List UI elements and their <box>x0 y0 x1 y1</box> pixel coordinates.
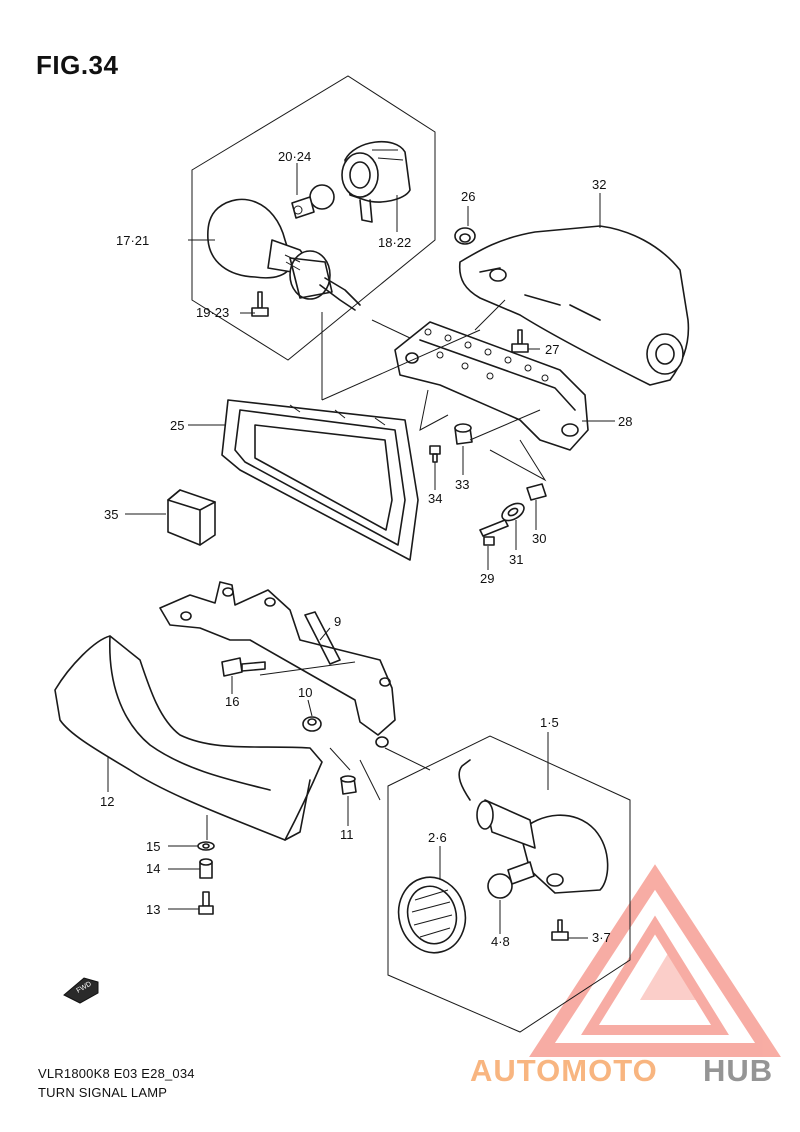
screw-13 <box>198 891 214 915</box>
callout-10: 10 <box>298 685 312 700</box>
rear-lamp-housing <box>207 198 361 311</box>
callout-14: 14 <box>146 861 160 876</box>
turn-signal-relay <box>167 489 216 546</box>
assembly-lines <box>206 299 547 840</box>
callout-labels: 20·24 17·21 18·22 19·23 26 32 27 25 28 3… <box>100 149 632 949</box>
callout-35: 35 <box>104 507 118 522</box>
nut-11 <box>340 775 357 795</box>
nut-33 <box>454 423 473 445</box>
callout-9: 9 <box>334 614 341 629</box>
callout-15: 15 <box>146 839 160 854</box>
watermark-brand-b: HUB <box>703 1053 773 1088</box>
washer-15 <box>197 841 215 851</box>
callout-11: 11 <box>340 827 354 842</box>
callout-30: 30 <box>532 531 546 546</box>
callout-16: 16 <box>225 694 239 709</box>
section-name: TURN SIGNAL LAMP <box>38 1085 168 1100</box>
screw-27 <box>511 329 529 353</box>
collar-14 <box>199 858 213 879</box>
callout-27: 27 <box>545 342 559 357</box>
bolt-29 <box>479 519 509 546</box>
front-screw-3 <box>551 919 569 941</box>
callout-28: 28 <box>618 414 632 429</box>
callout-26: 26 <box>461 189 475 204</box>
license-frame <box>221 399 419 561</box>
callout-1-5: 1·5 <box>540 715 559 730</box>
callout-33: 33 <box>455 477 469 492</box>
callout-12: 12 <box>100 794 114 809</box>
callout-34: 34 <box>428 491 442 506</box>
callout-29: 29 <box>480 571 494 586</box>
front-lens <box>397 876 467 954</box>
callout-4-8: 4·8 <box>491 934 510 949</box>
front-signal-housing <box>458 759 609 894</box>
washer-31 <box>501 502 525 522</box>
plate-lamp-cover <box>458 225 690 386</box>
upper-screw-19 <box>251 291 269 317</box>
callout-17-21: 17·21 <box>116 233 149 248</box>
model-code: VLR1800K8 E03 E28_034 <box>38 1066 195 1081</box>
upper-bulb <box>291 184 335 219</box>
watermark-text: AUTOMOTO HUB <box>470 1053 773 1088</box>
leader-lines <box>107 163 615 939</box>
upper-socket <box>341 140 411 223</box>
callout-2-6: 2·6 <box>428 830 447 845</box>
watermark-logo <box>529 864 781 1057</box>
figure-title: FIG.34 <box>36 50 119 80</box>
callout-25: 25 <box>170 418 184 433</box>
callout-3-7: 3·7 <box>592 930 611 945</box>
callout-13: 13 <box>146 902 160 917</box>
callout-20-24: 20·24 <box>278 149 311 164</box>
watermark-brand-a: AUTOMOTO <box>470 1053 658 1088</box>
signal-cover <box>54 635 323 841</box>
front-bulb <box>487 861 535 899</box>
license-bracket <box>394 321 589 451</box>
bolt-16 <box>221 657 266 677</box>
grommet-26 <box>454 227 476 245</box>
signal-bracket <box>159 581 396 748</box>
callout-18-22: 18·22 <box>378 235 411 250</box>
callout-31: 31 <box>509 552 523 567</box>
callout-19-23: 19·23 <box>196 305 229 320</box>
cushion-30 <box>526 483 547 501</box>
screw-34 <box>429 445 441 463</box>
upper-lamp-group-outline <box>191 75 436 361</box>
grommet-10 <box>302 716 322 732</box>
front-lamp-group-outline <box>387 735 631 1033</box>
fwd-arrow-icon: FWD <box>63 977 99 1004</box>
callout-32: 32 <box>592 177 606 192</box>
